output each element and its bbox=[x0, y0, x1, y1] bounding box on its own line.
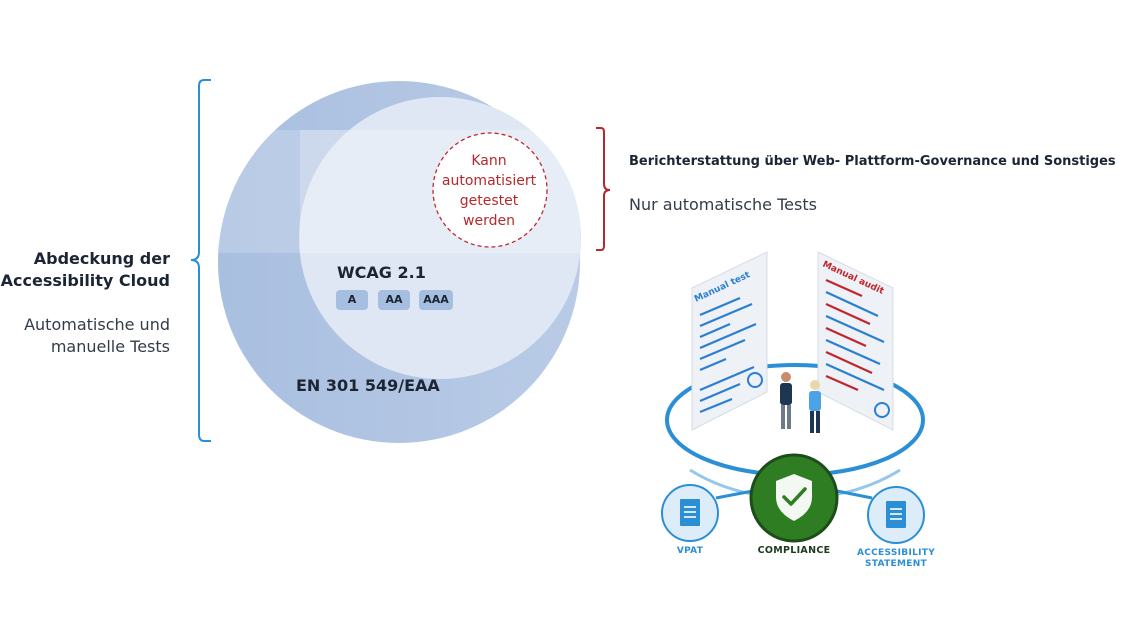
manual-audit-document bbox=[817, 251, 894, 431]
reporting-title: Berichterstattung über Web- Plattform-Go… bbox=[629, 154, 1116, 169]
en-standard-label: EN 301 549/EAA bbox=[296, 376, 440, 395]
accessibility-statement-icon bbox=[867, 486, 925, 544]
automated-label: Kann automatisiert getestet werden bbox=[433, 151, 545, 231]
coverage-title-line1: Abdeckung der bbox=[33, 249, 170, 268]
vpat-label: VPAT bbox=[676, 546, 704, 556]
automated-circle bbox=[432, 132, 548, 248]
statement-line2: STATEMENT bbox=[865, 559, 927, 569]
compliance-shield-icon bbox=[749, 453, 839, 543]
automated-line4: werden bbox=[463, 213, 515, 229]
level-aaa-badge: AAA bbox=[419, 290, 453, 310]
left-bracket bbox=[190, 79, 211, 442]
level-a-badge: A bbox=[336, 290, 368, 310]
reporting-subtitle: Nur automatische Tests bbox=[629, 195, 817, 214]
wcag-label: WCAG 2.1 bbox=[337, 263, 426, 282]
level-aa-badge: AA bbox=[378, 290, 410, 310]
automated-line1: Kann bbox=[471, 153, 507, 169]
compliance-label: COMPLIANCE bbox=[757, 545, 831, 556]
coverage-subtitle: Automatische und manuelle Tests bbox=[0, 314, 170, 358]
accessibility-statement-label: ACCESSIBILITY STATEMENT bbox=[850, 548, 942, 570]
manual-test-document bbox=[691, 251, 768, 431]
coverage-subtitle-line1: Automatische und bbox=[24, 315, 170, 334]
coverage-subtitle-line2: manuelle Tests bbox=[50, 337, 170, 356]
automated-line2: automatisiert bbox=[441, 173, 537, 189]
coverage-title: Abdeckung der Accessibility Cloud bbox=[0, 248, 170, 292]
statement-line1: ACCESSIBILITY bbox=[856, 548, 936, 558]
people-figures bbox=[780, 372, 821, 433]
coverage-title-line2: Accessibility Cloud bbox=[0, 271, 170, 290]
vpat-icon bbox=[661, 484, 719, 542]
automated-line3: getestet bbox=[459, 193, 519, 209]
right-bracket bbox=[596, 127, 611, 251]
